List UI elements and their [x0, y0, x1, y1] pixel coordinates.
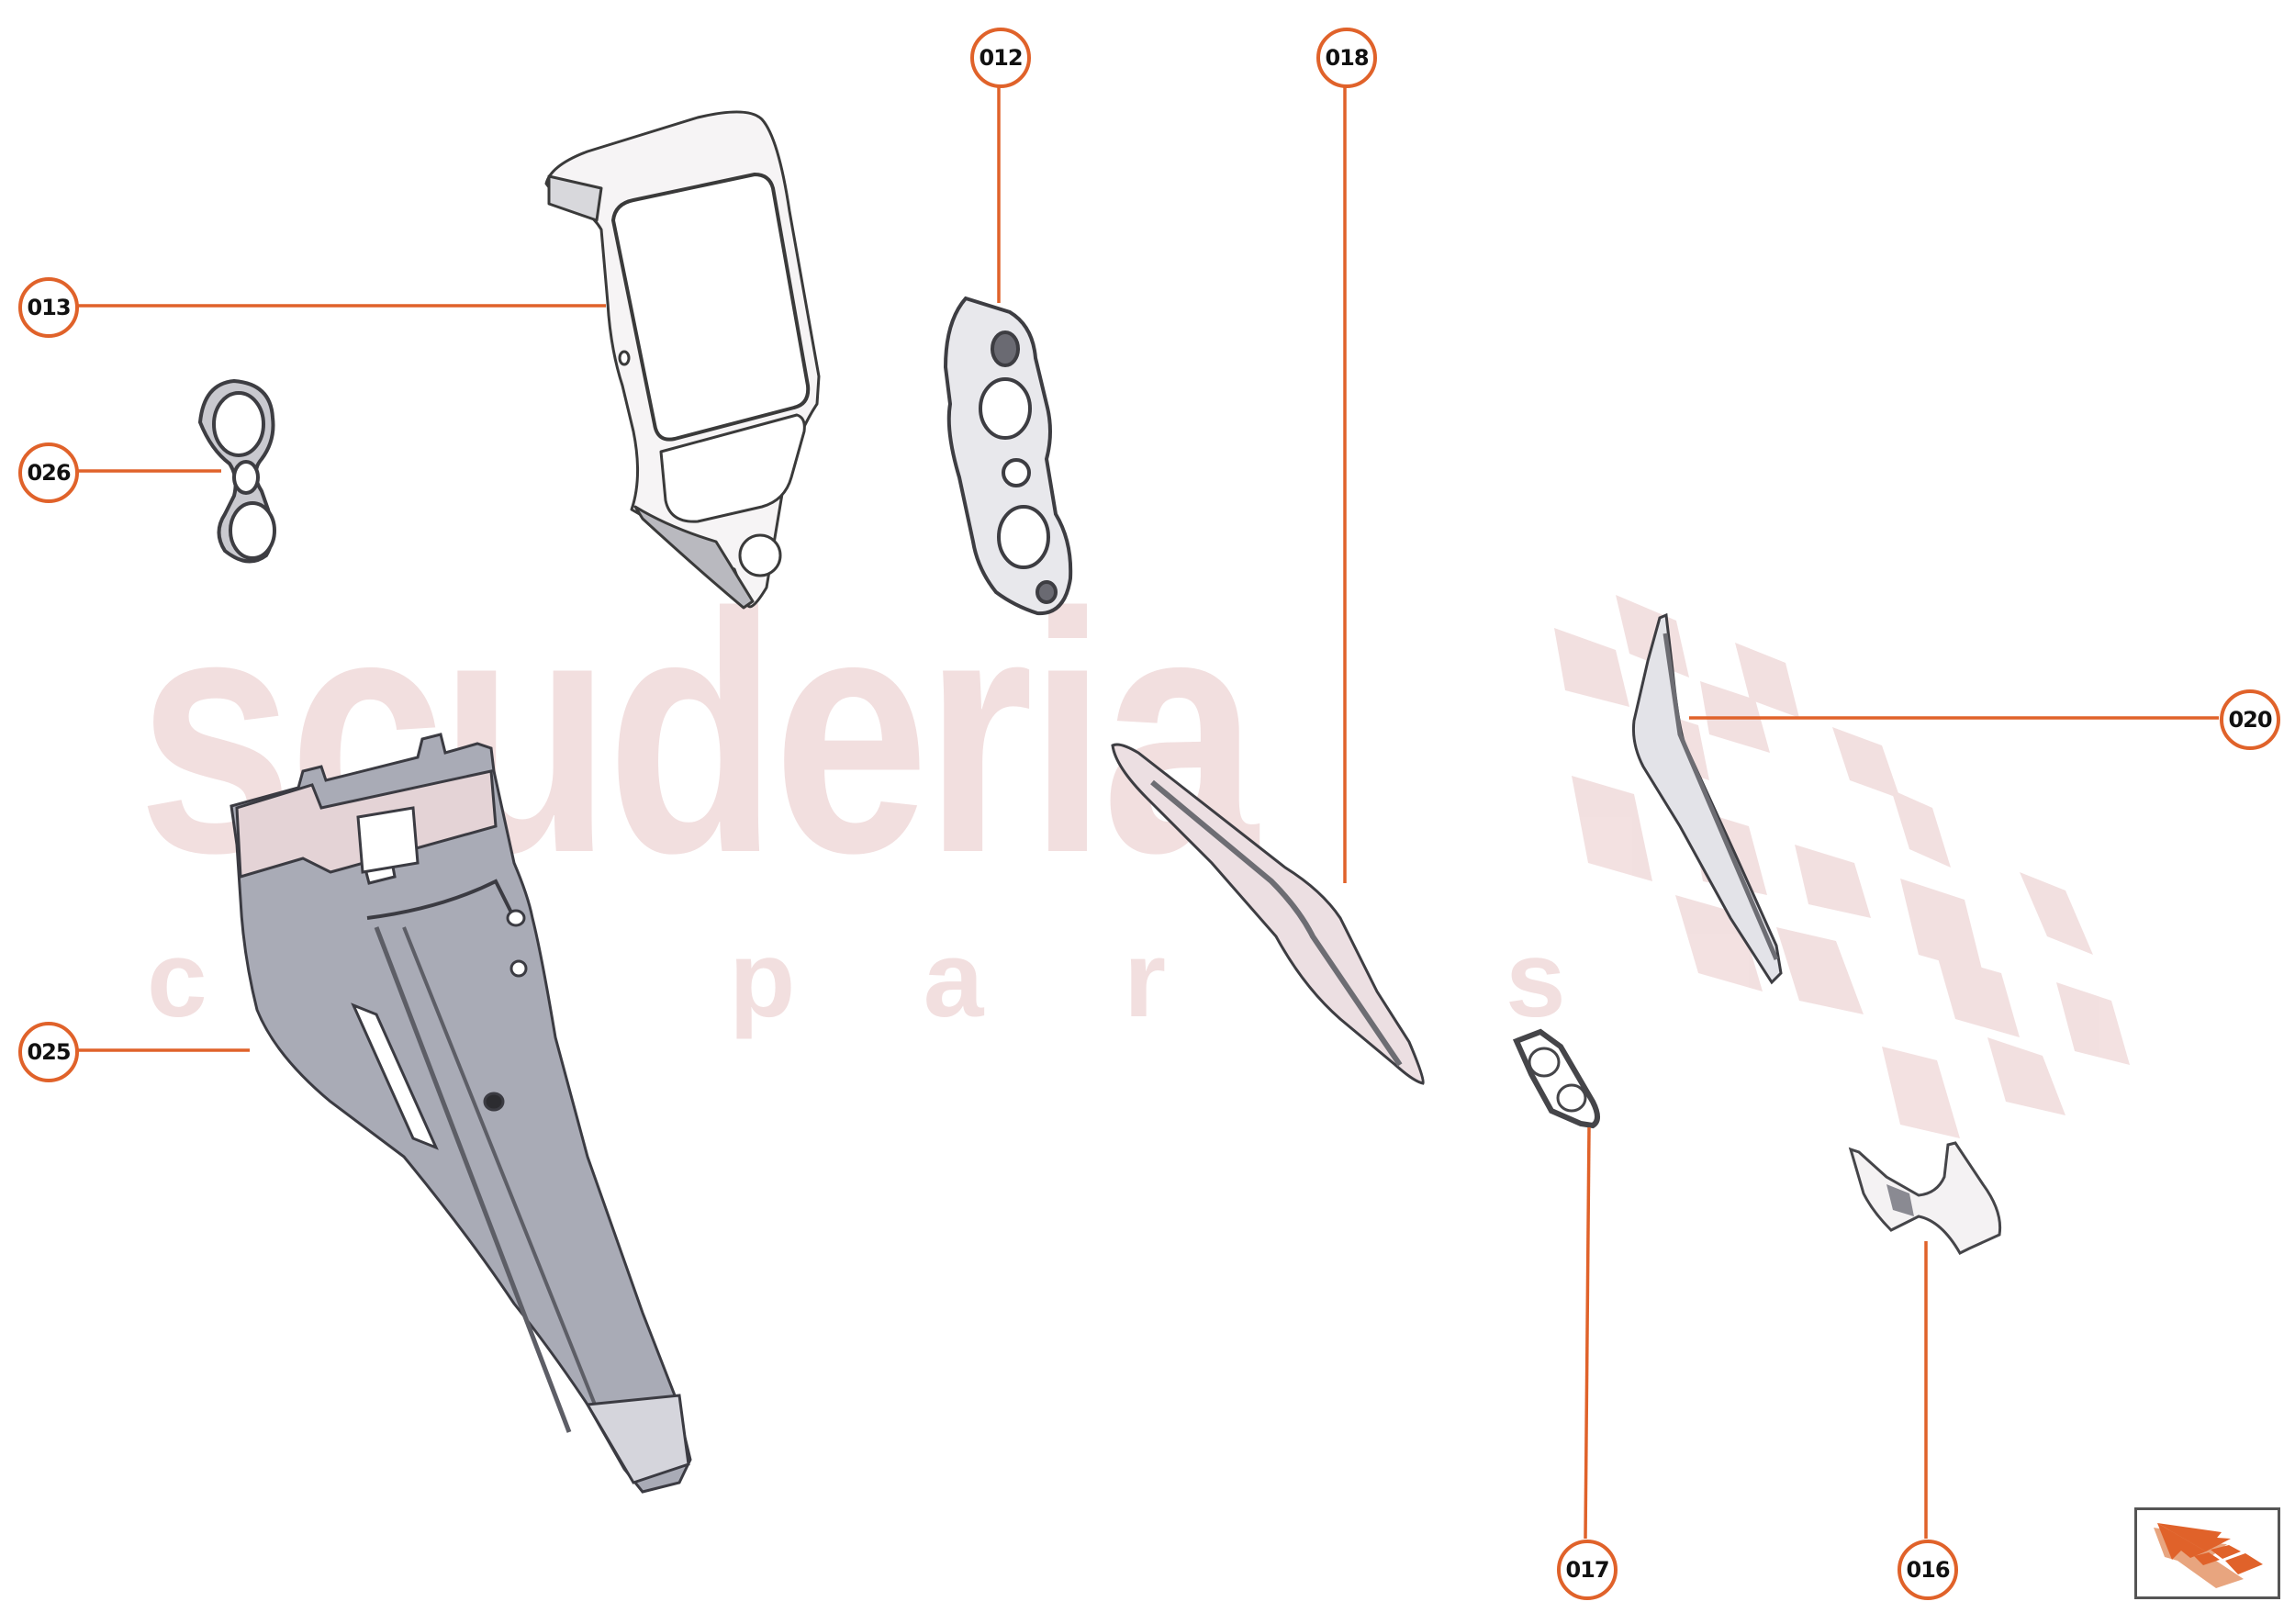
leader-line-017: [1584, 1126, 1591, 1540]
checkered-flag-watermark: [1554, 595, 2130, 1138]
watermark-letter: r: [1124, 919, 1167, 1040]
callout-026[interactable]: 026: [18, 442, 79, 503]
callout-020[interactable]: 020: [2220, 689, 2280, 750]
part-016-small-trim-cover[interactable]: [1848, 1141, 2002, 1255]
callout-017[interactable]: 017: [1557, 1540, 1618, 1600]
watermark-letter: c: [147, 919, 207, 1040]
callout-012[interactable]: 012: [970, 28, 1031, 88]
part-020-curved-trim-strip[interactable]: [1632, 612, 1783, 985]
callout-025[interactable]: 025: [18, 1022, 79, 1082]
part-025-center-tunnel-frame[interactable]: [230, 733, 692, 1494]
callout-016[interactable]: 016: [1898, 1540, 1958, 1600]
watermark-letter: s: [1505, 919, 1566, 1040]
orientation-arrow-icon: [2154, 1523, 2263, 1588]
part-013-display-surround[interactable]: [544, 110, 821, 610]
callout-013[interactable]: 013: [18, 277, 79, 338]
part-012-switch-panel-bezel[interactable]: [943, 296, 1073, 616]
watermark-letter: a: [923, 919, 984, 1040]
leader-lines: [76, 85, 2219, 1540]
orientation-indicator: [2134, 1507, 2280, 1599]
callout-018[interactable]: 018: [1316, 28, 1377, 88]
part-026-triple-ring-bezel[interactable]: [197, 378, 276, 564]
part-018-curved-trim-strip[interactable]: [1111, 743, 1425, 1085]
part-017-dual-button-bezel[interactable]: [1512, 1028, 1600, 1129]
